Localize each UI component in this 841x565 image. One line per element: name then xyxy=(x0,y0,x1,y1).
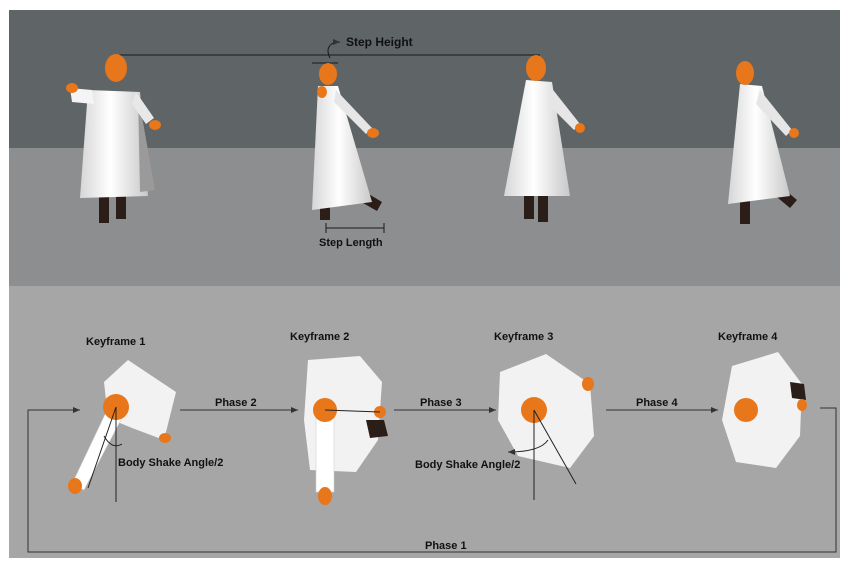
step-length-label: Step Length xyxy=(319,237,383,249)
phase-3-label: Phase 3 xyxy=(420,397,462,409)
keyframe-3-label: Keyframe 3 xyxy=(494,331,553,343)
keyframe-4-label: Keyframe 4 xyxy=(718,331,778,343)
angle-label-1: Body Shake Angle/2 xyxy=(118,457,223,469)
phase-4-label: Phase 4 xyxy=(636,397,678,409)
keyframe-1-label: Keyframe 1 xyxy=(86,336,145,348)
phase-1-label: Phase 1 xyxy=(425,540,467,552)
phase-2-label: Phase 2 xyxy=(215,397,257,409)
keyframe-2-label: Keyframe 2 xyxy=(290,331,349,343)
angle-label-2: Body Shake Angle/2 xyxy=(415,459,520,471)
top-panel: Step Height S xyxy=(9,10,840,286)
bottom-panel: Keyframe 1 Keyframe 2 Keyframe 3 Keyfram… xyxy=(9,286,840,558)
step-height-label: Step Height xyxy=(346,35,413,49)
